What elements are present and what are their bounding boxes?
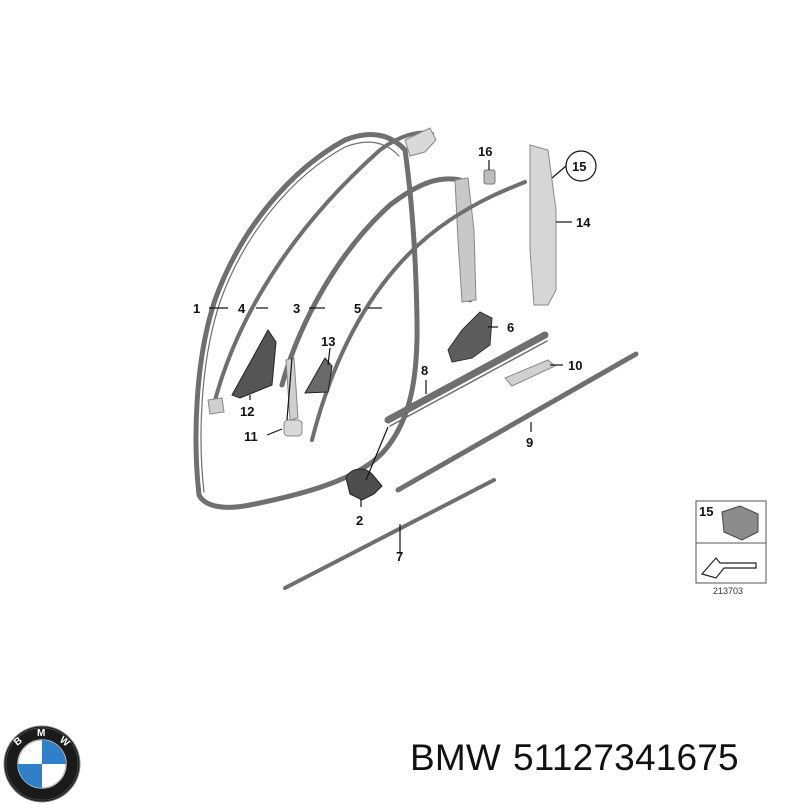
callout-7: 7 bbox=[396, 549, 403, 564]
part-16-clip bbox=[483, 169, 496, 185]
part-8-lower-seal bbox=[384, 331, 549, 424]
callout-15: 15 bbox=[572, 159, 586, 174]
callout-5: 5 bbox=[354, 301, 361, 316]
inset-arrow-icon bbox=[700, 557, 757, 579]
callout-13: 13 bbox=[321, 334, 335, 349]
part-7-lower-strip bbox=[283, 478, 496, 590]
part-3-pillar bbox=[454, 177, 477, 303]
part-2-door-stop bbox=[345, 468, 383, 501]
bmw-logo: B M W bbox=[3, 725, 81, 803]
callout-1: 1 bbox=[193, 301, 200, 316]
footer-caption: BMW 51127341675 bbox=[410, 737, 739, 779]
part-4-bottom-clip bbox=[207, 397, 225, 415]
part-3-frame-seal bbox=[279, 176, 473, 388]
callout-9: 9 bbox=[526, 435, 533, 450]
callout-8: 8 bbox=[421, 363, 428, 378]
callout-16: 16 bbox=[478, 144, 492, 159]
callout-14: 14 bbox=[576, 215, 591, 230]
callout-12: 12 bbox=[240, 404, 254, 419]
part-13-triangle-cover bbox=[304, 357, 333, 394]
callout-15-circle bbox=[565, 150, 597, 182]
logo-letter-m: M bbox=[37, 728, 45, 739]
part-5-trim-strip bbox=[310, 180, 527, 442]
callout-10: 10 bbox=[568, 358, 582, 373]
part-4-window-channel bbox=[211, 130, 434, 410]
part-12-triangle-cover bbox=[231, 329, 277, 399]
part-number: 51127341675 bbox=[513, 737, 739, 778]
callout-2: 2 bbox=[356, 513, 363, 528]
part-4-top-bracket bbox=[404, 127, 437, 157]
leader-lines bbox=[209, 160, 572, 554]
part-14-pillar-trim bbox=[529, 144, 557, 306]
part-8-lower-seal-edge bbox=[389, 340, 548, 427]
inset-label: 15 bbox=[699, 504, 713, 519]
callout-11: 11 bbox=[244, 429, 258, 444]
part-10-rail bbox=[504, 359, 556, 387]
drawing-number: 213703 bbox=[713, 586, 743, 596]
part-6-corner-piece bbox=[447, 311, 493, 363]
callout-4: 4 bbox=[238, 301, 246, 316]
inset-clip-part bbox=[721, 505, 759, 541]
callout-6: 6 bbox=[507, 320, 514, 335]
part-9-sill-strip bbox=[395, 351, 639, 493]
part-1-door-seal bbox=[193, 132, 420, 510]
part-11-cap bbox=[283, 419, 303, 437]
inset-box: 15 213703 bbox=[695, 500, 767, 596]
brand-name: BMW bbox=[410, 737, 502, 778]
part-1-door-seal-inner bbox=[200, 141, 400, 493]
callout-3: 3 bbox=[293, 301, 300, 316]
